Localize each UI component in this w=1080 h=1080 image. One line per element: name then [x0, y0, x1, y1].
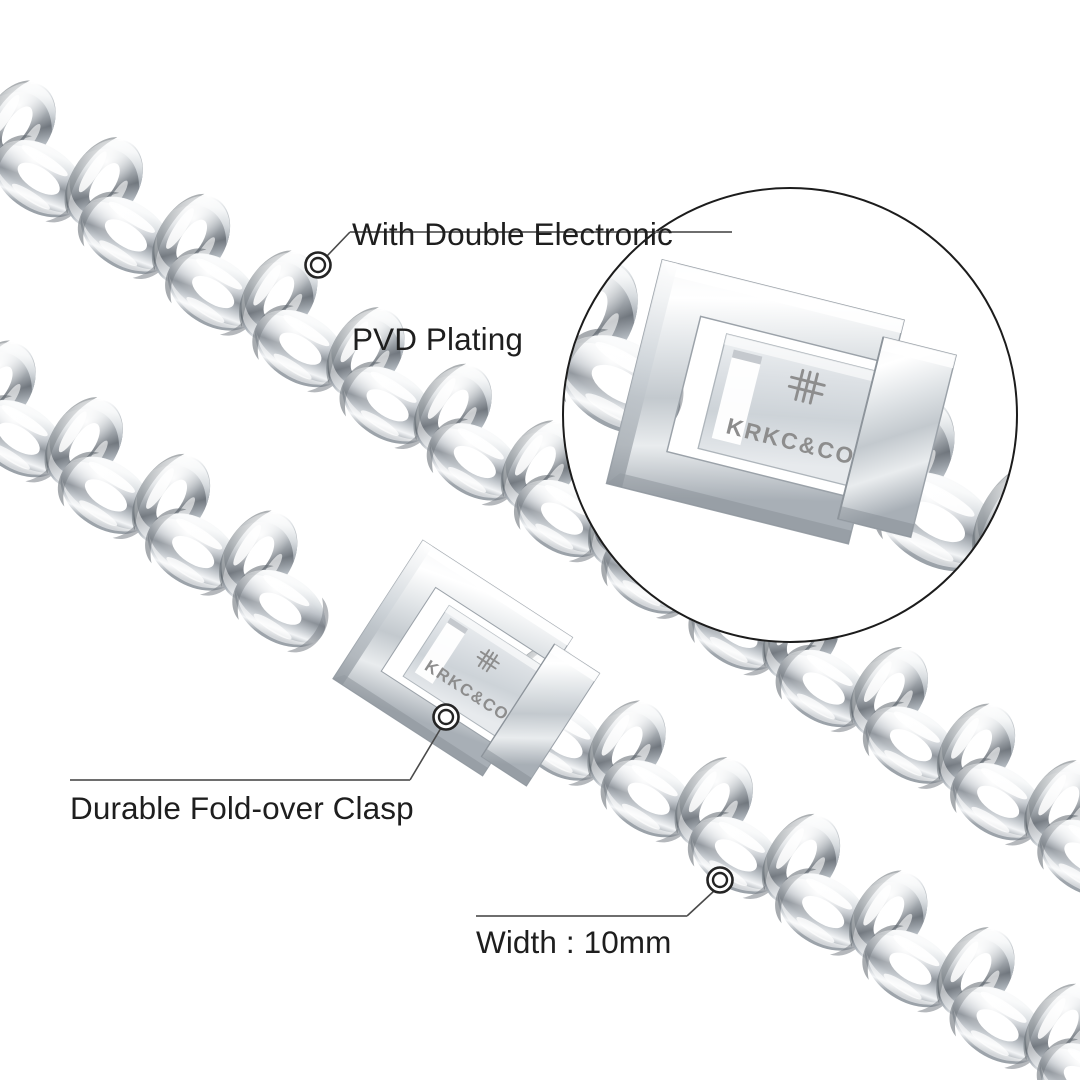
callout-plating-line1: With Double Electronic: [352, 215, 673, 252]
callout-width-label: Width : 10mm: [476, 924, 672, 960]
callout-plating: [304, 230, 732, 279]
callout-plating-marker: [304, 251, 332, 279]
callout-width-leader: [686, 890, 715, 917]
callout-plating-leader: [326, 231, 351, 257]
inset-circle-border: [562, 187, 1018, 643]
callout-clasp-label: Durable Fold-over Clasp: [70, 790, 414, 826]
clasp-magnified-inset: KRKC&CO: [562, 187, 1018, 643]
callout-plating-line2: PVD Plating: [352, 321, 523, 358]
callout-clasp-marker: [432, 703, 460, 731]
fold-over-clasp-magnified: KRKC&CO: [605, 258, 963, 560]
callout-width-marker: [706, 866, 734, 894]
clasp-logo-mark: [476, 649, 500, 673]
callout-plating-label: With Double Electronic PVD Plating: [352, 146, 673, 428]
callout-clasp-leader: [409, 727, 442, 781]
clasp-logo-mark-magnified: [787, 368, 826, 405]
callout-width: [476, 866, 734, 918]
callout-clasp: [70, 703, 460, 782]
